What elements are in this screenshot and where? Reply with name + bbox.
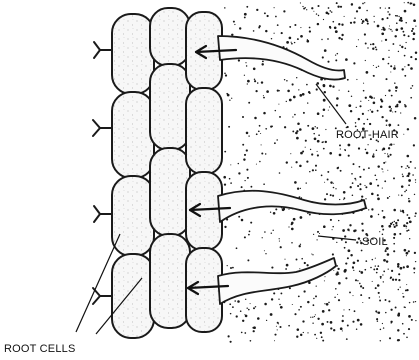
root-cell	[112, 14, 154, 94]
root-cell	[186, 88, 222, 174]
root-cell	[150, 234, 190, 328]
leader-soil	[318, 236, 356, 240]
label-root-cells: ROOT CELLS	[4, 343, 76, 355]
root-hair-upper	[218, 36, 345, 80]
label-root-hair: ROOT-HAIR	[336, 129, 399, 141]
root-cell	[150, 148, 190, 236]
label-soil: SOIL	[362, 236, 388, 248]
leader-root-hair	[316, 84, 346, 124]
root-hairs	[218, 36, 366, 304]
root-hair-lower	[218, 258, 336, 304]
root-cell	[112, 176, 154, 256]
root-cell	[150, 64, 190, 150]
root-cell	[150, 8, 190, 66]
root-cell	[112, 92, 154, 178]
root-hair-middle	[218, 191, 366, 222]
root-cell	[112, 254, 154, 338]
cell-wall-junctions	[93, 42, 112, 304]
